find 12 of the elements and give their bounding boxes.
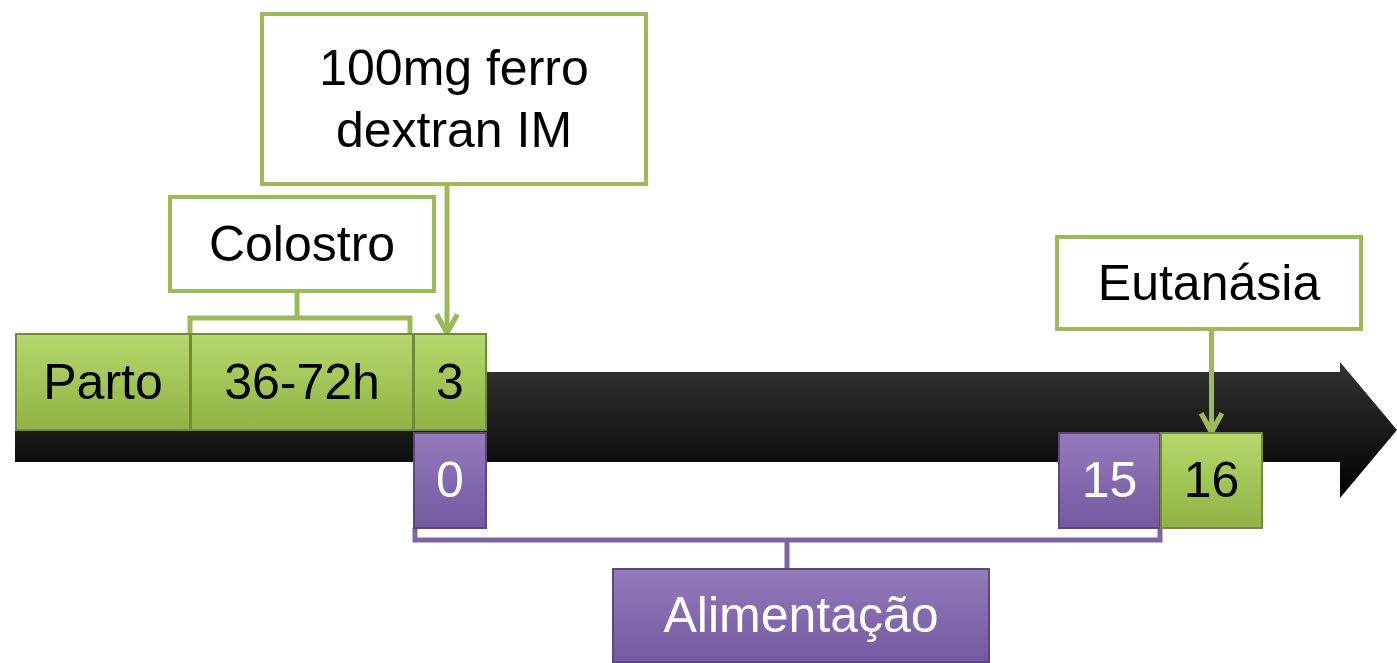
timeline-block: 0: [413, 432, 487, 529]
period-label-box: Alimentação: [612, 568, 990, 663]
timeline-block: 3: [413, 333, 487, 431]
timeline-block: 15: [1058, 432, 1161, 529]
arrow: [1198, 331, 1225, 435]
timeline-block: 36-72h: [190, 333, 414, 431]
timeline-block: Parto: [15, 333, 191, 431]
annotation-box: Colostro: [168, 195, 436, 293]
timeline-block: 16: [1160, 432, 1263, 529]
annotation-box: Eutanásia: [1055, 235, 1363, 331]
annotation-box: 100mg ferro dextran IM: [260, 12, 648, 186]
arrow: [434, 186, 460, 336]
